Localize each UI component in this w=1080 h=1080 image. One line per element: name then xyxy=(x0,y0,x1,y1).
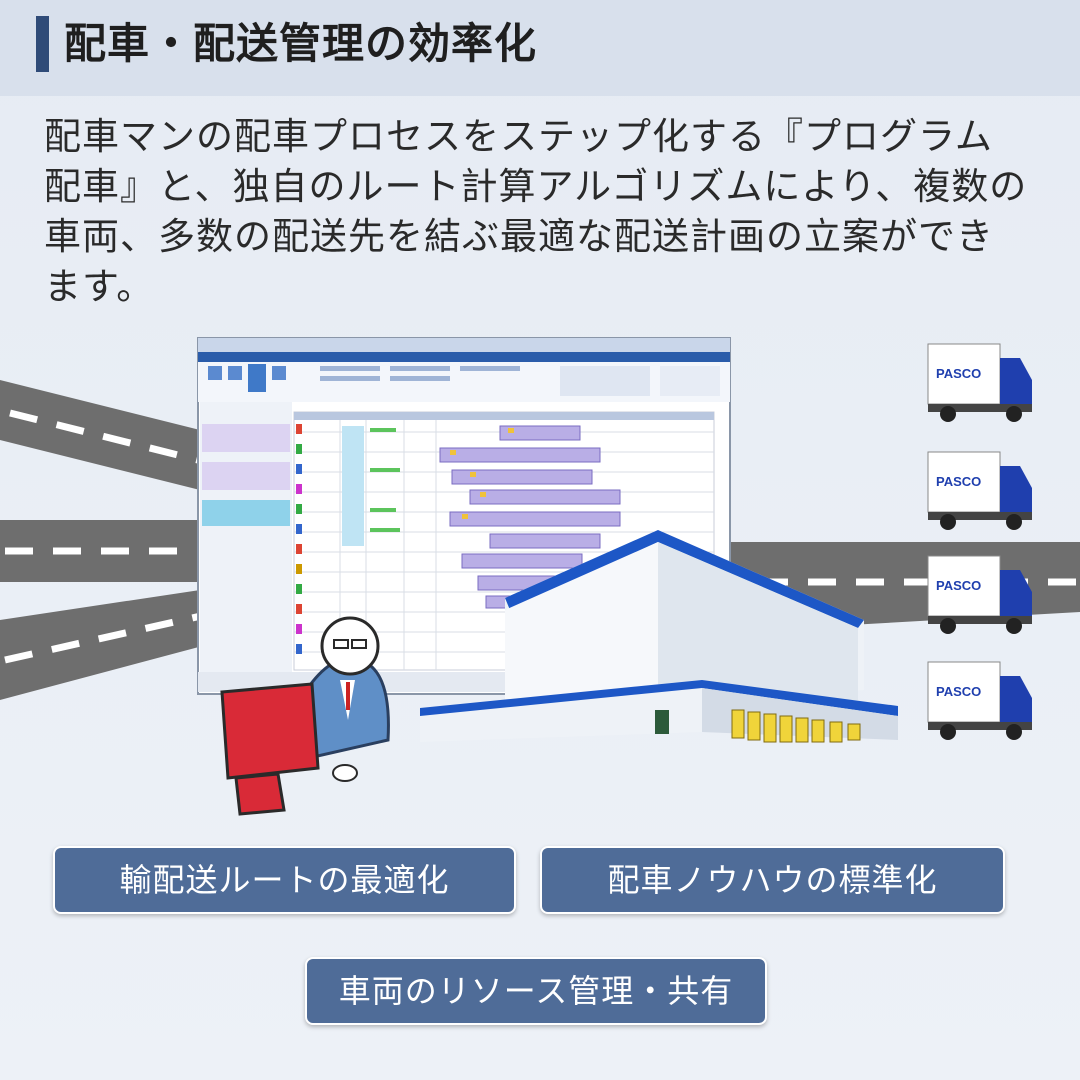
truck-1: PASCO xyxy=(927,343,1032,422)
feature-dispatch-standardization: 配車ノウハウの標準化 xyxy=(540,846,1005,914)
page-title: 配車・配送管理の効率化 xyxy=(64,19,538,68)
feature-vehicle-resource-management: 車両のリソース管理・共有 xyxy=(305,957,767,1025)
operator-illustration xyxy=(220,616,390,816)
logistics-illustration: PASCO PASCO PASCO PASCO xyxy=(0,337,1080,816)
feature-route-optimization: 輸配送ルートの最適化 xyxy=(53,846,516,914)
svg-text:PASCO: PASCO xyxy=(936,578,981,593)
description-line: 車両、多数の配送先を結ぶ最適な配送計画の立案ができ xyxy=(44,215,994,258)
warehouse xyxy=(420,530,898,743)
section-header: 配車・配送管理の効率化 xyxy=(0,0,1080,96)
description-line: 配車マンの配車プロセスをステップ化する『プログラム xyxy=(44,115,993,158)
truck-3: PASCO xyxy=(927,555,1032,634)
description-text: 配車マンの配車プロセスをステップ化する『プログラム 配車』と、独自のルート計算ア… xyxy=(44,112,1044,312)
truck-4: PASCO xyxy=(927,661,1032,740)
svg-text:PASCO: PASCO xyxy=(936,474,981,489)
header-accent-bar xyxy=(36,16,49,72)
svg-text:PASCO: PASCO xyxy=(936,684,981,699)
svg-text:PASCO: PASCO xyxy=(936,366,981,381)
description-line: 配車』と、独自のルート計算アルゴリズムにより、複数の xyxy=(44,165,1028,208)
description-line: ます。 xyxy=(44,265,155,308)
truck-2: PASCO xyxy=(927,451,1032,530)
